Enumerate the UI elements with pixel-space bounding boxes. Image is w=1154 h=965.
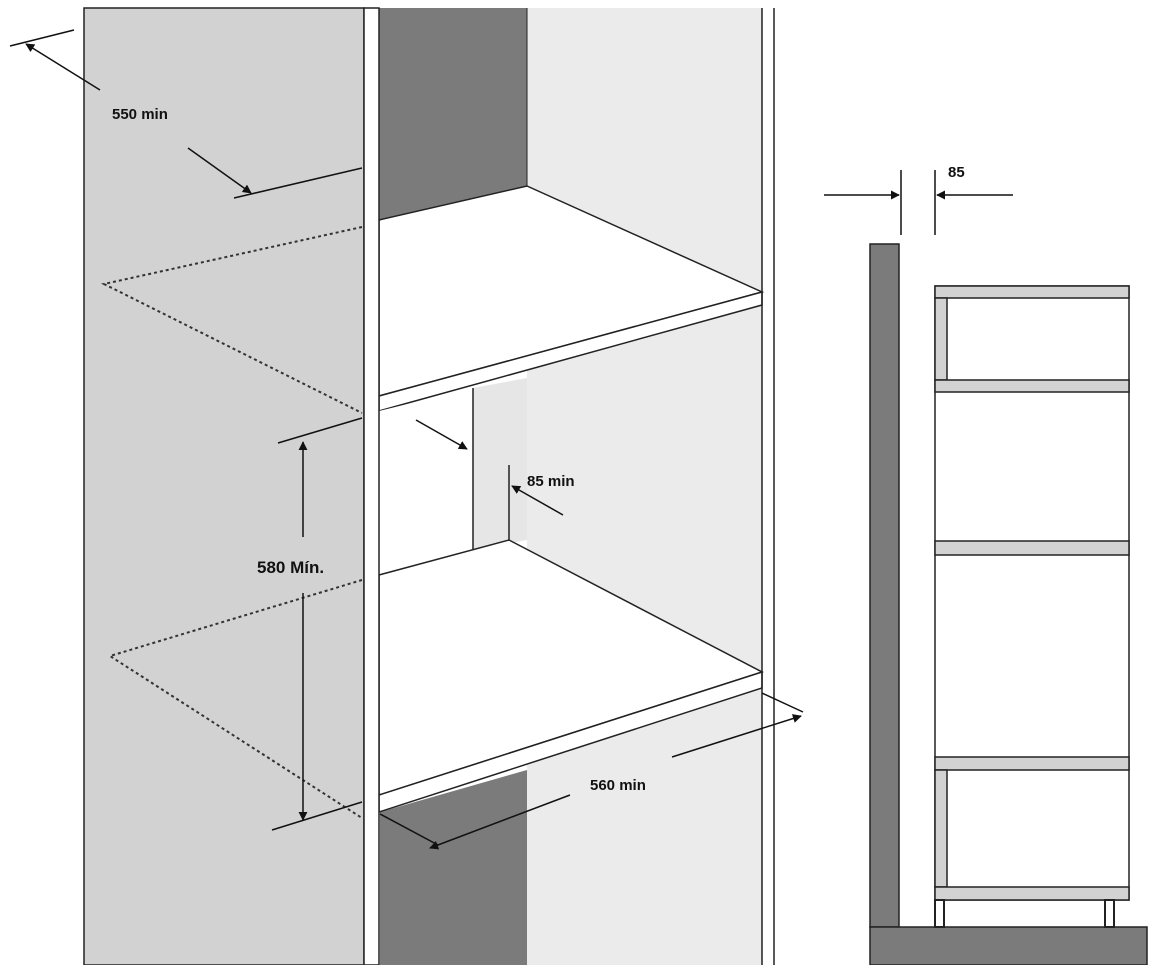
foot-right — [1104, 899, 1115, 928]
dotted-lower-outline — [107, 579, 363, 819]
width-arrow-right — [671, 714, 802, 758]
wall-panel — [869, 243, 900, 928]
side-gap-label: 85 — [948, 164, 965, 181]
side-section-view: 85 — [824, 164, 1148, 965]
foot-left — [934, 899, 945, 928]
width-arrow-left — [429, 794, 571, 850]
depth-min-label: 550 min — [112, 106, 168, 123]
front-frame-left — [363, 7, 380, 965]
lower-shelf-bar — [934, 756, 1130, 771]
cabinet-perspective-view: 550 min 580 Mín. 85 min 560 min — [9, 7, 804, 965]
dotted-upper-outline — [101, 226, 363, 414]
back-wall — [527, 8, 762, 965]
upper-dark-niche — [379, 8, 527, 220]
floor — [869, 926, 1148, 965]
rear-gap-min-label: 85 min — [527, 473, 575, 490]
middle-shelf-bar — [934, 540, 1130, 556]
rear-gap-arrow-right — [511, 485, 564, 516]
height-min-label: 580 Mín. — [257, 558, 324, 577]
oven-opening — [379, 388, 473, 575]
rear-recess — [473, 378, 527, 550]
top-shelf-bar — [934, 285, 1130, 299]
upper-shelf-bar — [934, 379, 1130, 393]
rear-gap-arrow-left — [415, 419, 468, 450]
depth-arrow-upper — [25, 43, 101, 91]
width-min-label: 560 min — [590, 777, 646, 794]
appliance-body — [934, 285, 1130, 901]
bottom-compartment-side — [934, 769, 948, 888]
base-shelf-bar — [934, 886, 1130, 901]
lower-dark-niche — [380, 770, 527, 965]
left-side-panel — [83, 7, 365, 965]
top-compartment-side — [934, 297, 948, 381]
depth-arrow-lower — [187, 147, 252, 194]
